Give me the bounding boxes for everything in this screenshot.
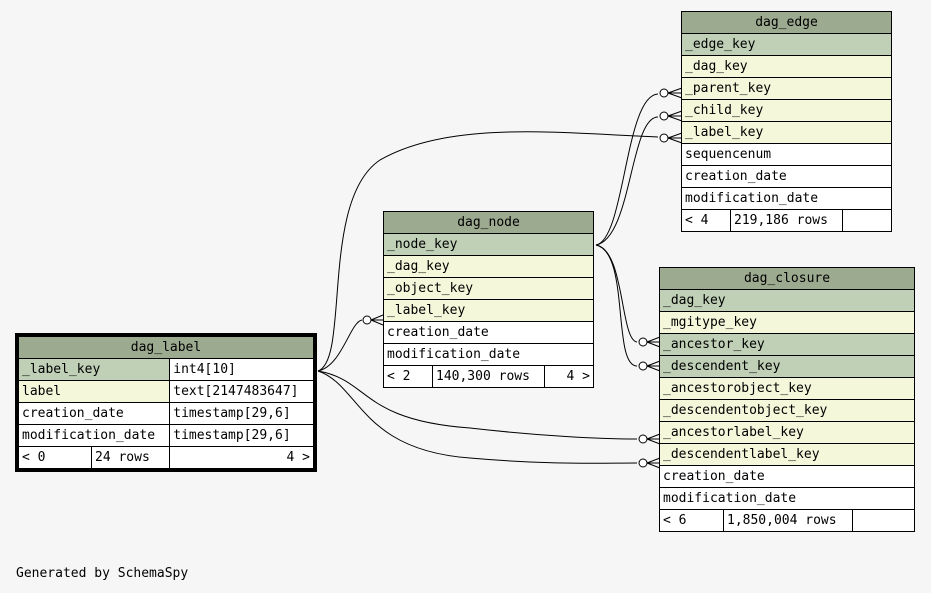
column-name[interactable]: creation_date	[17, 402, 171, 425]
crowfoot-circle	[362, 315, 372, 325]
row-count: 219,186 rows	[730, 209, 843, 232]
column-row[interactable]: _descendent_key	[659, 355, 915, 378]
table-header[interactable]: dag_closure	[659, 267, 915, 290]
children-count[interactable]	[842, 209, 892, 232]
link-node-to-closure-descendent	[595, 244, 638, 367]
crowfoot-mark	[667, 87, 683, 99]
table-header[interactable]: dag_node	[383, 211, 594, 234]
column-name[interactable]: modification_date	[17, 424, 171, 447]
crowfoot-mark	[646, 433, 661, 445]
children-count[interactable]: 4 >	[544, 365, 594, 388]
column-row[interactable]: creation_date	[659, 465, 915, 488]
column-row[interactable]: _child_key	[681, 99, 892, 122]
link-label-to-edge-label	[317, 131, 659, 372]
table-header[interactable]: dag_label	[18, 336, 314, 359]
column-row[interactable]: _mgitype_key	[659, 311, 915, 334]
crowfoot-mark	[370, 314, 384, 326]
crowfoot-mark	[646, 457, 661, 469]
link-label-to-closure-descendentlabel	[317, 370, 638, 464]
table-dag-edge[interactable]: dag_edge _edge_key _dag_key _parent_key …	[681, 11, 892, 232]
column-row[interactable]: modification_date	[659, 487, 915, 510]
column-row[interactable]: creation_date	[383, 321, 594, 344]
row-count: 24 rows	[90, 446, 171, 469]
column-type: text[2147483647]	[169, 380, 314, 403]
column-row[interactable]: _label_key	[681, 121, 892, 144]
link-node-to-edge-child	[595, 116, 659, 246]
crowfoot-mark	[667, 132, 683, 144]
column-type: timestamp[29,6]	[169, 402, 314, 425]
parents-count[interactable]: < 2	[383, 365, 433, 388]
column-row[interactable]: _node_key	[383, 233, 594, 256]
column-row[interactable]: _ancestorlabel_key	[659, 421, 915, 444]
table-dag-closure[interactable]: dag_closure _dag_key _mgitype_key _ances…	[659, 267, 915, 532]
link-node-to-closure-ancestor	[595, 244, 638, 343]
column-row[interactable]: sequencenum	[681, 143, 892, 166]
row-count: 1,850,004 rows	[723, 509, 853, 532]
column-row[interactable]: modification_date	[681, 187, 892, 210]
crowfoot-mark	[667, 110, 683, 122]
table-dag-node[interactable]: dag_node _node_key _dag_key _object_key …	[383, 211, 594, 388]
column-row[interactable]: _dag_key	[681, 55, 892, 78]
column-row[interactable]: _parent_key	[681, 77, 892, 100]
crowfoot-circle	[638, 458, 648, 468]
link-label-to-closure-ancestorlabel	[317, 370, 638, 440]
link-label-to-node-label	[317, 319, 363, 372]
crowfoot-circle	[659, 88, 669, 98]
column-row[interactable]: _dag_key	[383, 255, 594, 278]
column-row[interactable]: creation_date	[681, 165, 892, 188]
column-row[interactable]: _edge_key	[681, 33, 892, 56]
column-row[interactable]: _label_key	[383, 299, 594, 322]
crowfoot-circle	[659, 133, 669, 143]
column-row[interactable]: _ancestorobject_key	[659, 377, 915, 400]
children-count[interactable]	[852, 509, 915, 532]
crowfoot-circle	[638, 337, 648, 347]
crowfoot-circle	[659, 111, 669, 121]
crowfoot-circle	[638, 361, 648, 371]
column-type: int4[10]	[169, 358, 314, 381]
column-type: timestamp[29,6]	[169, 424, 314, 447]
link-node-to-edge-parent	[595, 93, 659, 246]
row-count: 140,300 rows	[432, 365, 545, 388]
column-row[interactable]: _descendentlabel_key	[659, 443, 915, 466]
parents-count[interactable]: < 0	[18, 446, 92, 469]
parents-count[interactable]: < 6	[659, 509, 724, 532]
parents-count[interactable]: < 4	[681, 209, 731, 232]
generated-by-text: Generated by SchemaSpy	[16, 566, 189, 581]
column-row[interactable]: _object_key	[383, 277, 594, 300]
crowfoot-mark	[646, 360, 661, 372]
column-row[interactable]: modification_date	[383, 343, 594, 366]
column-row[interactable]: _dag_key	[659, 289, 915, 312]
crowfoot-mark	[646, 336, 661, 348]
column-row[interactable]: _ancestor_key	[659, 333, 915, 356]
column-name[interactable]: _label_key	[17, 358, 171, 381]
column-name[interactable]: label	[17, 380, 171, 403]
column-row[interactable]: _descendentobject_key	[659, 399, 915, 422]
children-count[interactable]: 4 >	[169, 446, 314, 469]
table-header[interactable]: dag_edge	[681, 11, 892, 34]
table-dag-label[interactable]: dag_label _label_key int4[10] label text…	[15, 333, 317, 472]
crowfoot-circle	[638, 434, 648, 444]
